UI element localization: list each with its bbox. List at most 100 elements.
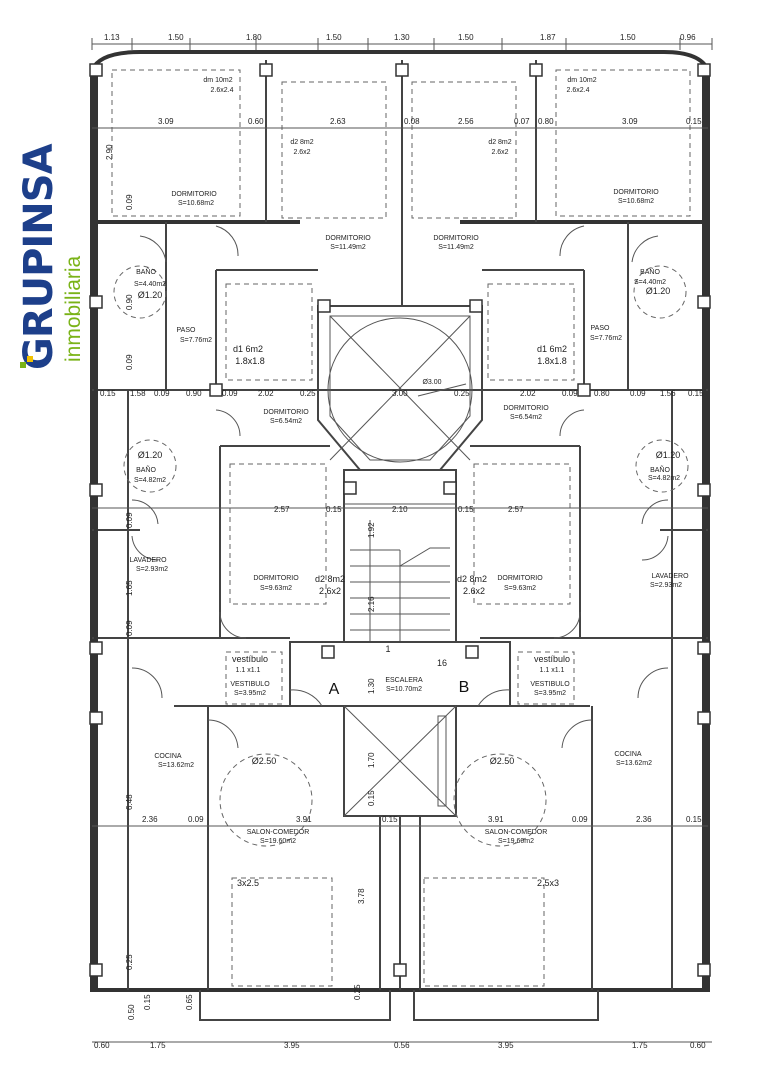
dim-vertical: 0.65: [185, 994, 194, 1010]
dim-row: 0.15: [686, 815, 702, 824]
dim-bottom: 0.60: [690, 1041, 706, 1050]
dim-vertical: 2.90: [105, 144, 114, 160]
dim-row: 0.90: [186, 389, 202, 398]
dim-top: 0.96: [680, 33, 696, 42]
room-area: S=6.54m2: [510, 414, 542, 421]
room-label: Ø2.50: [490, 756, 515, 766]
room-name: LAVADERO: [651, 573, 689, 580]
room-label: d2 8m2: [488, 139, 511, 146]
dim-row: 2.57: [274, 505, 290, 514]
dim-row: 1.56: [660, 389, 676, 398]
room-area: S=9.63m2: [260, 585, 292, 592]
dim-top: 1.87: [540, 33, 556, 42]
dim-row: 1.58: [130, 389, 146, 398]
room-label: Ø1.20: [138, 290, 163, 300]
room-label: d1 6m2: [537, 344, 567, 354]
room-area: S=7.76m2: [180, 337, 212, 344]
room-name: SALON-COMEDOR: [247, 829, 310, 836]
room-label: Ø1.20: [656, 450, 681, 460]
dim-top: 1.80: [246, 33, 262, 42]
room-label: 2.6x2: [491, 149, 508, 156]
room-label: d2 8m2: [457, 574, 487, 584]
dim-row: 0.15: [688, 389, 704, 398]
room-name: COCINA: [154, 753, 182, 760]
dim-vertical: 3.78: [357, 888, 366, 904]
dim-row: 2.56: [458, 117, 474, 126]
room-label: Ø2.50: [252, 756, 277, 766]
dim-row: 2.63: [330, 117, 346, 126]
company-logo: GRUPINSA inmobiliaria: [10, 130, 85, 380]
dim-bottom: 3.95: [498, 1041, 514, 1050]
room-name: LAVADERO: [129, 557, 167, 564]
dim-row: 2.10: [392, 505, 408, 514]
stair-step: 16: [437, 658, 447, 668]
dim-top: 1.50: [458, 33, 474, 42]
dim-row: 2.36: [636, 815, 652, 824]
unit-label: A: [329, 681, 340, 698]
dim-row: 2.57: [508, 505, 524, 514]
dim-row: 0.60: [248, 117, 264, 126]
room-area: S=9.63m2: [504, 585, 536, 592]
room-name: DORMITORIO: [433, 235, 479, 242]
dim-vertical: 1.92: [367, 522, 376, 538]
dim-row: 3.91: [488, 815, 504, 824]
dim-vertical: 2.16: [367, 596, 376, 612]
dim-row: 0.80: [538, 117, 554, 126]
room-label: 1.8x1.8: [235, 356, 265, 366]
room-area: S=2.93m2: [650, 582, 682, 589]
dim-vertical: 1.70: [367, 752, 376, 768]
room-area: S=4.40m2: [634, 279, 666, 286]
dim-vertical: 0.15: [367, 790, 376, 806]
dim-row: 0.80: [594, 389, 610, 398]
room-label: Ø3.00: [422, 379, 441, 386]
dim-row: 0.09: [188, 815, 204, 824]
dim-row: 3.00: [392, 389, 408, 398]
dim-bottom: 3.95: [284, 1041, 300, 1050]
stair-step: 1: [385, 644, 390, 654]
dim-row: 0.15: [686, 117, 702, 126]
room-area: S=6.54m2: [270, 418, 302, 425]
dim-vertical: 0.09: [125, 512, 134, 528]
room-area: S=10.68m2: [618, 198, 654, 205]
room-label: dm 10m2: [567, 77, 596, 84]
room-area: S=13.62m2: [616, 760, 652, 767]
dim-bottom: 0.60: [94, 1041, 110, 1050]
room-name: DORMITORIO: [503, 405, 549, 412]
room-area: S=3.95m2: [234, 690, 266, 697]
dim-row: 0.09: [630, 389, 646, 398]
dim-row: 3.91: [296, 815, 312, 824]
dim-bottom: 1.75: [632, 1041, 648, 1050]
room-label: d1 6m2: [233, 344, 263, 354]
dim-row: 2.36: [142, 815, 158, 824]
dim-row: 0.15: [326, 505, 342, 514]
dim-row: 2.02: [520, 389, 536, 398]
dim-row: 0.08: [404, 117, 420, 126]
room-label: 3x2.5: [237, 878, 259, 888]
room-area: S=3.95m2: [534, 690, 566, 697]
room-name: SALON-COMEDOR: [485, 829, 548, 836]
dim-vertical: 0.09: [125, 354, 134, 370]
room-label: dm 10m2: [203, 77, 232, 84]
room-area: S=7.76m2: [590, 335, 622, 342]
dim-row: 3.09: [622, 117, 638, 126]
dim-vertical: 0.15: [143, 994, 152, 1010]
dim-top: 1.30: [394, 33, 410, 42]
room-label: vestíbulo: [534, 654, 570, 664]
room-label: vestíbulo: [232, 654, 268, 664]
dim-row: 0.07: [514, 117, 530, 126]
room-name: DORMITORIO: [263, 409, 309, 416]
dim-vertical: 0.25: [125, 954, 134, 970]
room-name: PASO: [177, 327, 196, 334]
dim-vertical: 0.50: [127, 1004, 136, 1020]
dim-row: 0.15: [382, 815, 398, 824]
room-name: DORMITORIO: [253, 575, 299, 582]
dim-row: 0.15: [458, 505, 474, 514]
dim-row: 0.15: [100, 389, 116, 398]
room-name: VESTIBULO: [530, 681, 570, 688]
room-name: ESCALERA: [385, 677, 423, 684]
dim-row: 0.09: [154, 389, 170, 398]
room-label: 2.6x2.4: [211, 87, 234, 94]
room-name: BAÑO: [650, 465, 670, 474]
